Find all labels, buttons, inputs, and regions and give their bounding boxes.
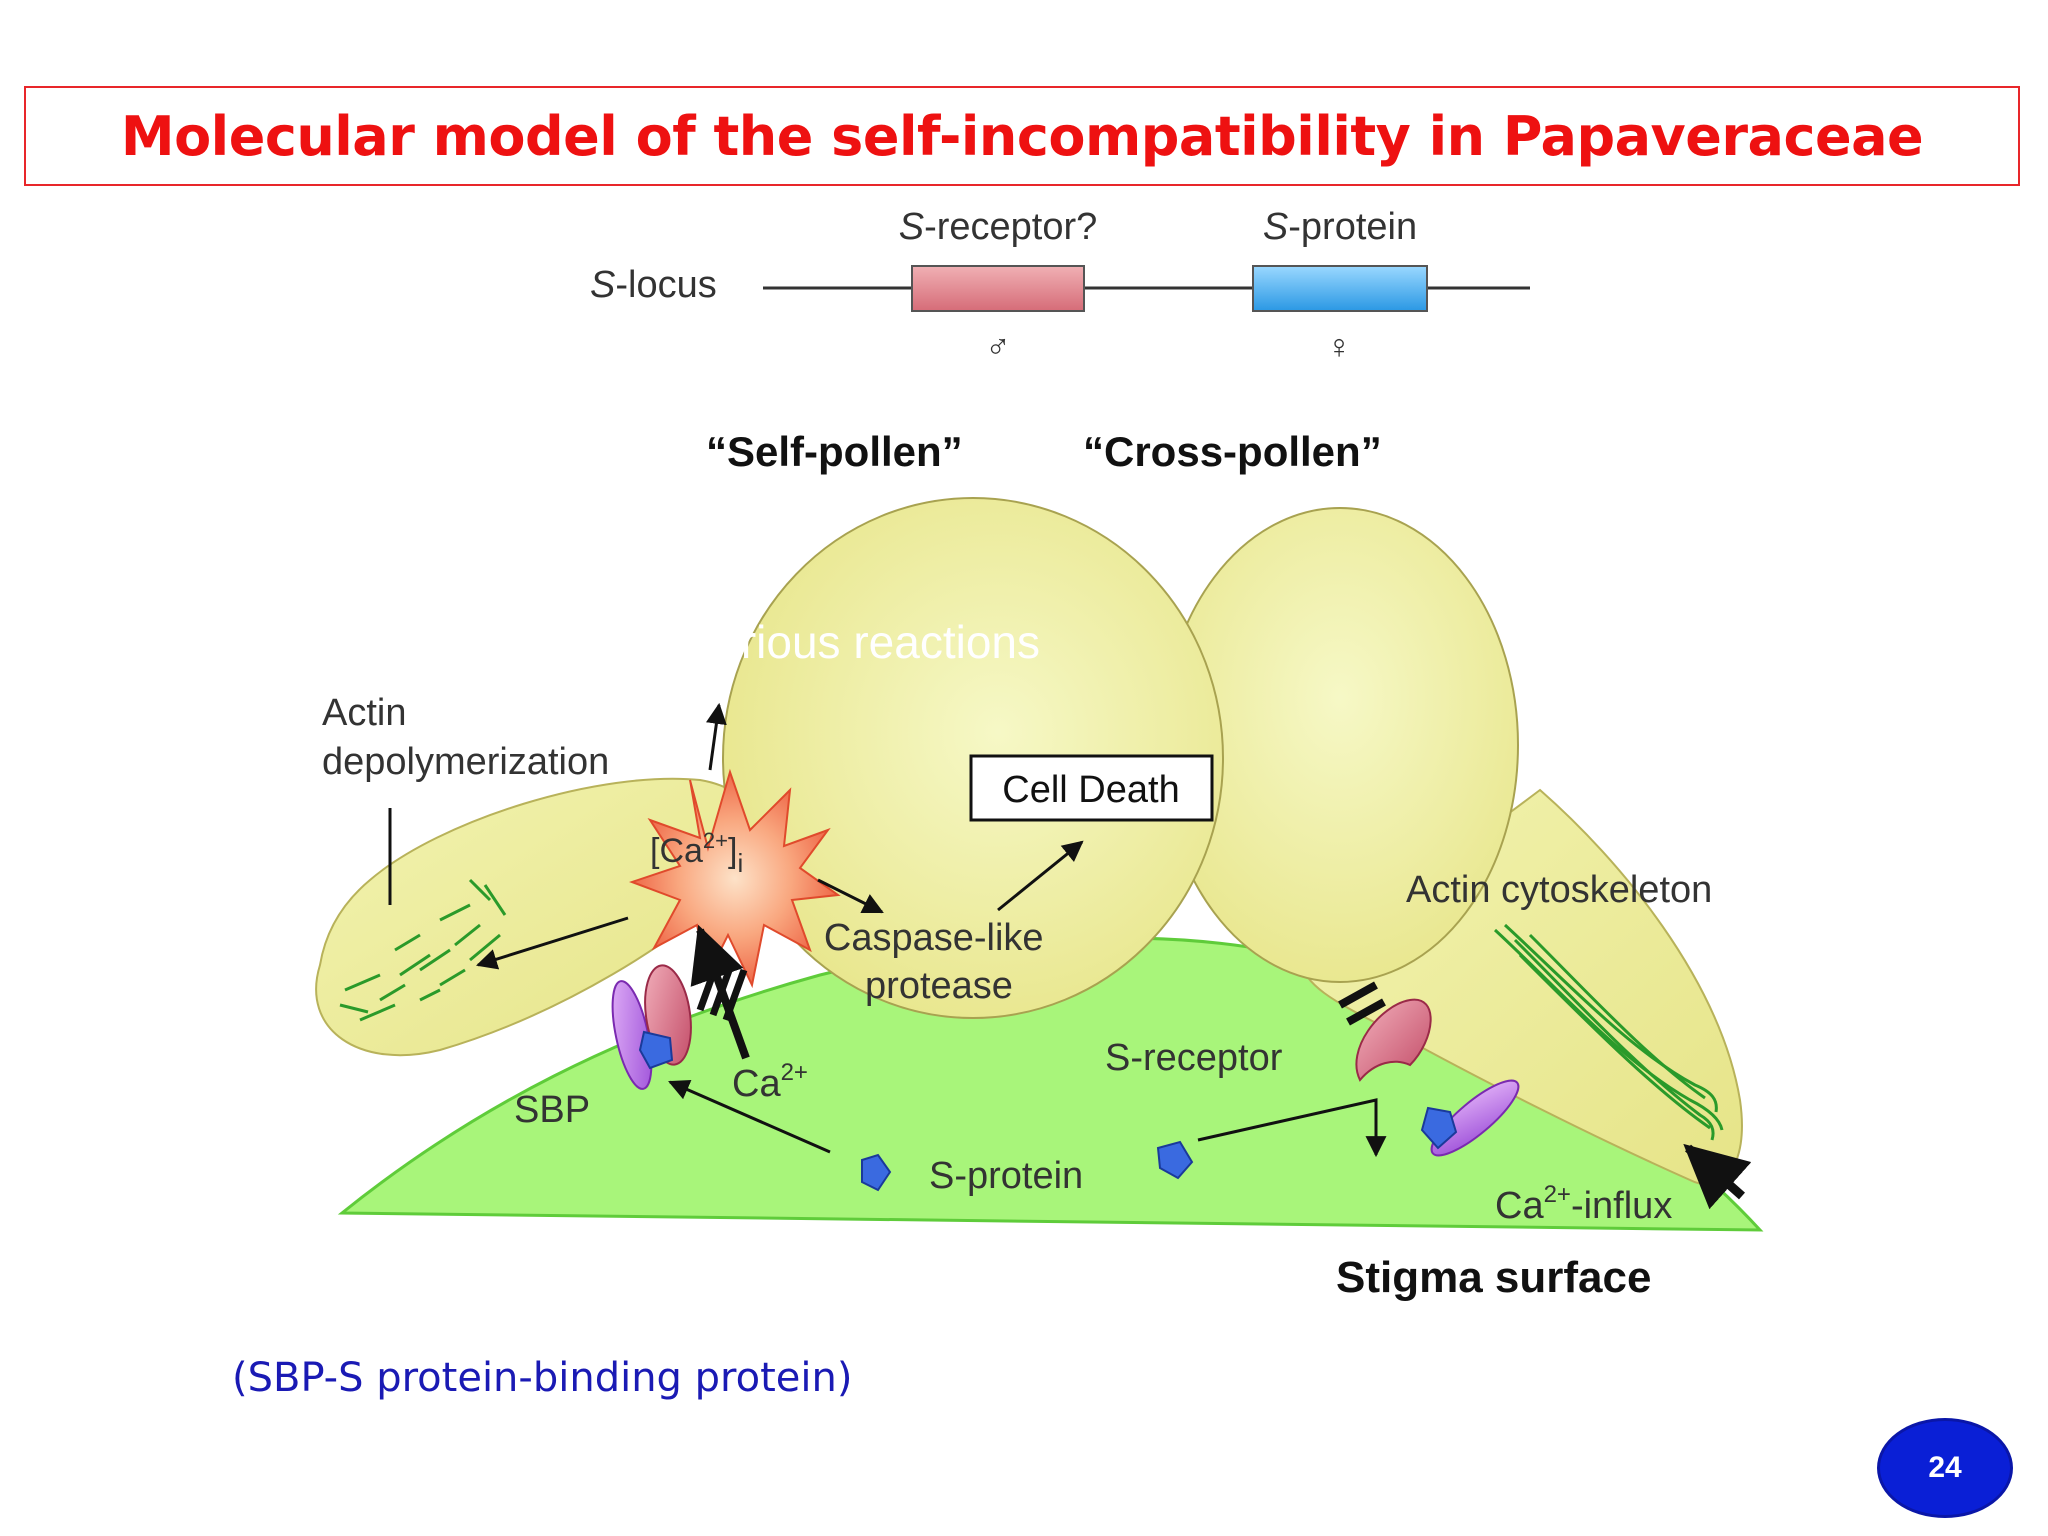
cross-bound-s-protein-icon xyxy=(1420,1106,1458,1150)
depolymerized-actin-fragments xyxy=(339,878,507,1022)
cell-death-label: Cell Death xyxy=(1002,769,1179,811)
ca-influx-label: Ca2+-influx xyxy=(1495,1181,1672,1227)
caspase-to-death-arrow xyxy=(997,840,1084,912)
s-protein-label: S-protein xyxy=(929,1155,1083,1197)
page-number: 24 xyxy=(1928,1451,1962,1484)
s-receptor-label: S-receptor xyxy=(1105,1037,1283,1079)
self-sbp-icon xyxy=(611,980,653,1090)
cross-s-receptor-icon xyxy=(1355,998,1432,1082)
page-number-badge: 24 xyxy=(1877,1418,2013,1518)
s-protein-to-receptor-arrow xyxy=(1197,1098,1387,1158)
female-symbol: ♀ xyxy=(1326,328,1352,366)
cross-sbp-icon xyxy=(1430,1079,1520,1157)
self-pollen-label: “Self-pollen” xyxy=(706,428,963,475)
ca-to-caspase-arrow xyxy=(817,878,884,914)
ca-label: Ca2+ xyxy=(732,1059,808,1105)
actin-filaments xyxy=(1493,923,1724,1141)
actin-depolymerization-arrow xyxy=(475,916,629,970)
s-protein-to-sbp-arrow xyxy=(668,1079,831,1154)
s-protein-gene-box xyxy=(1252,265,1428,312)
male-symbol: ♂ xyxy=(985,328,1011,366)
s-locus-label: S-locus xyxy=(590,264,717,306)
cross-receptor-complex xyxy=(1338,981,1752,1210)
stigma-surface-label: Stigma surface xyxy=(1336,1253,1651,1302)
s-locus-map: S-locus S-receptor? S-protein ♂ ♀ xyxy=(590,206,1530,366)
actin-cytoskeleton-label: Actin cytoskeleton xyxy=(1406,869,1712,911)
title-box: Molecular model of the self-incompatibil… xyxy=(24,86,2020,186)
caspase-label: Caspase-like protease xyxy=(824,917,1054,1007)
slide-title: Molecular model of the self-incompatibil… xyxy=(120,104,1924,168)
s-receptor-gene-label: S-receptor? xyxy=(899,206,1098,248)
self-receptor-complex xyxy=(611,924,750,1090)
s-receptor-gene-box xyxy=(911,265,1085,312)
s-protein-gene-label: S-protein xyxy=(1263,206,1417,248)
s-protein-icon-right xyxy=(1156,1140,1194,1180)
s-protein-icon-left xyxy=(861,1153,892,1192)
sbp-footnote: (SBP-S protein-binding protein) xyxy=(232,1355,853,1401)
ca-influx-self-arrow xyxy=(690,924,750,1060)
actin-depolymerization-label: Actin depolymerization xyxy=(322,692,609,783)
various-reactions-arrow xyxy=(706,702,727,771)
self-bound-s-protein-icon xyxy=(638,1030,674,1070)
sbp-label: SBP xyxy=(514,1089,590,1131)
ca-burst-icon xyxy=(629,768,841,989)
ca-intracellular-label: [Ca2+]i xyxy=(650,828,743,878)
cell-death-box xyxy=(969,754,1214,822)
cross-pollen-label: “Cross-pollen” xyxy=(1083,428,1382,475)
ca-influx-cross-arrow xyxy=(1683,1143,1752,1210)
cross-ca-channel-icon xyxy=(1338,981,1386,1026)
various-reactions-label: Various reactions xyxy=(688,616,1040,668)
